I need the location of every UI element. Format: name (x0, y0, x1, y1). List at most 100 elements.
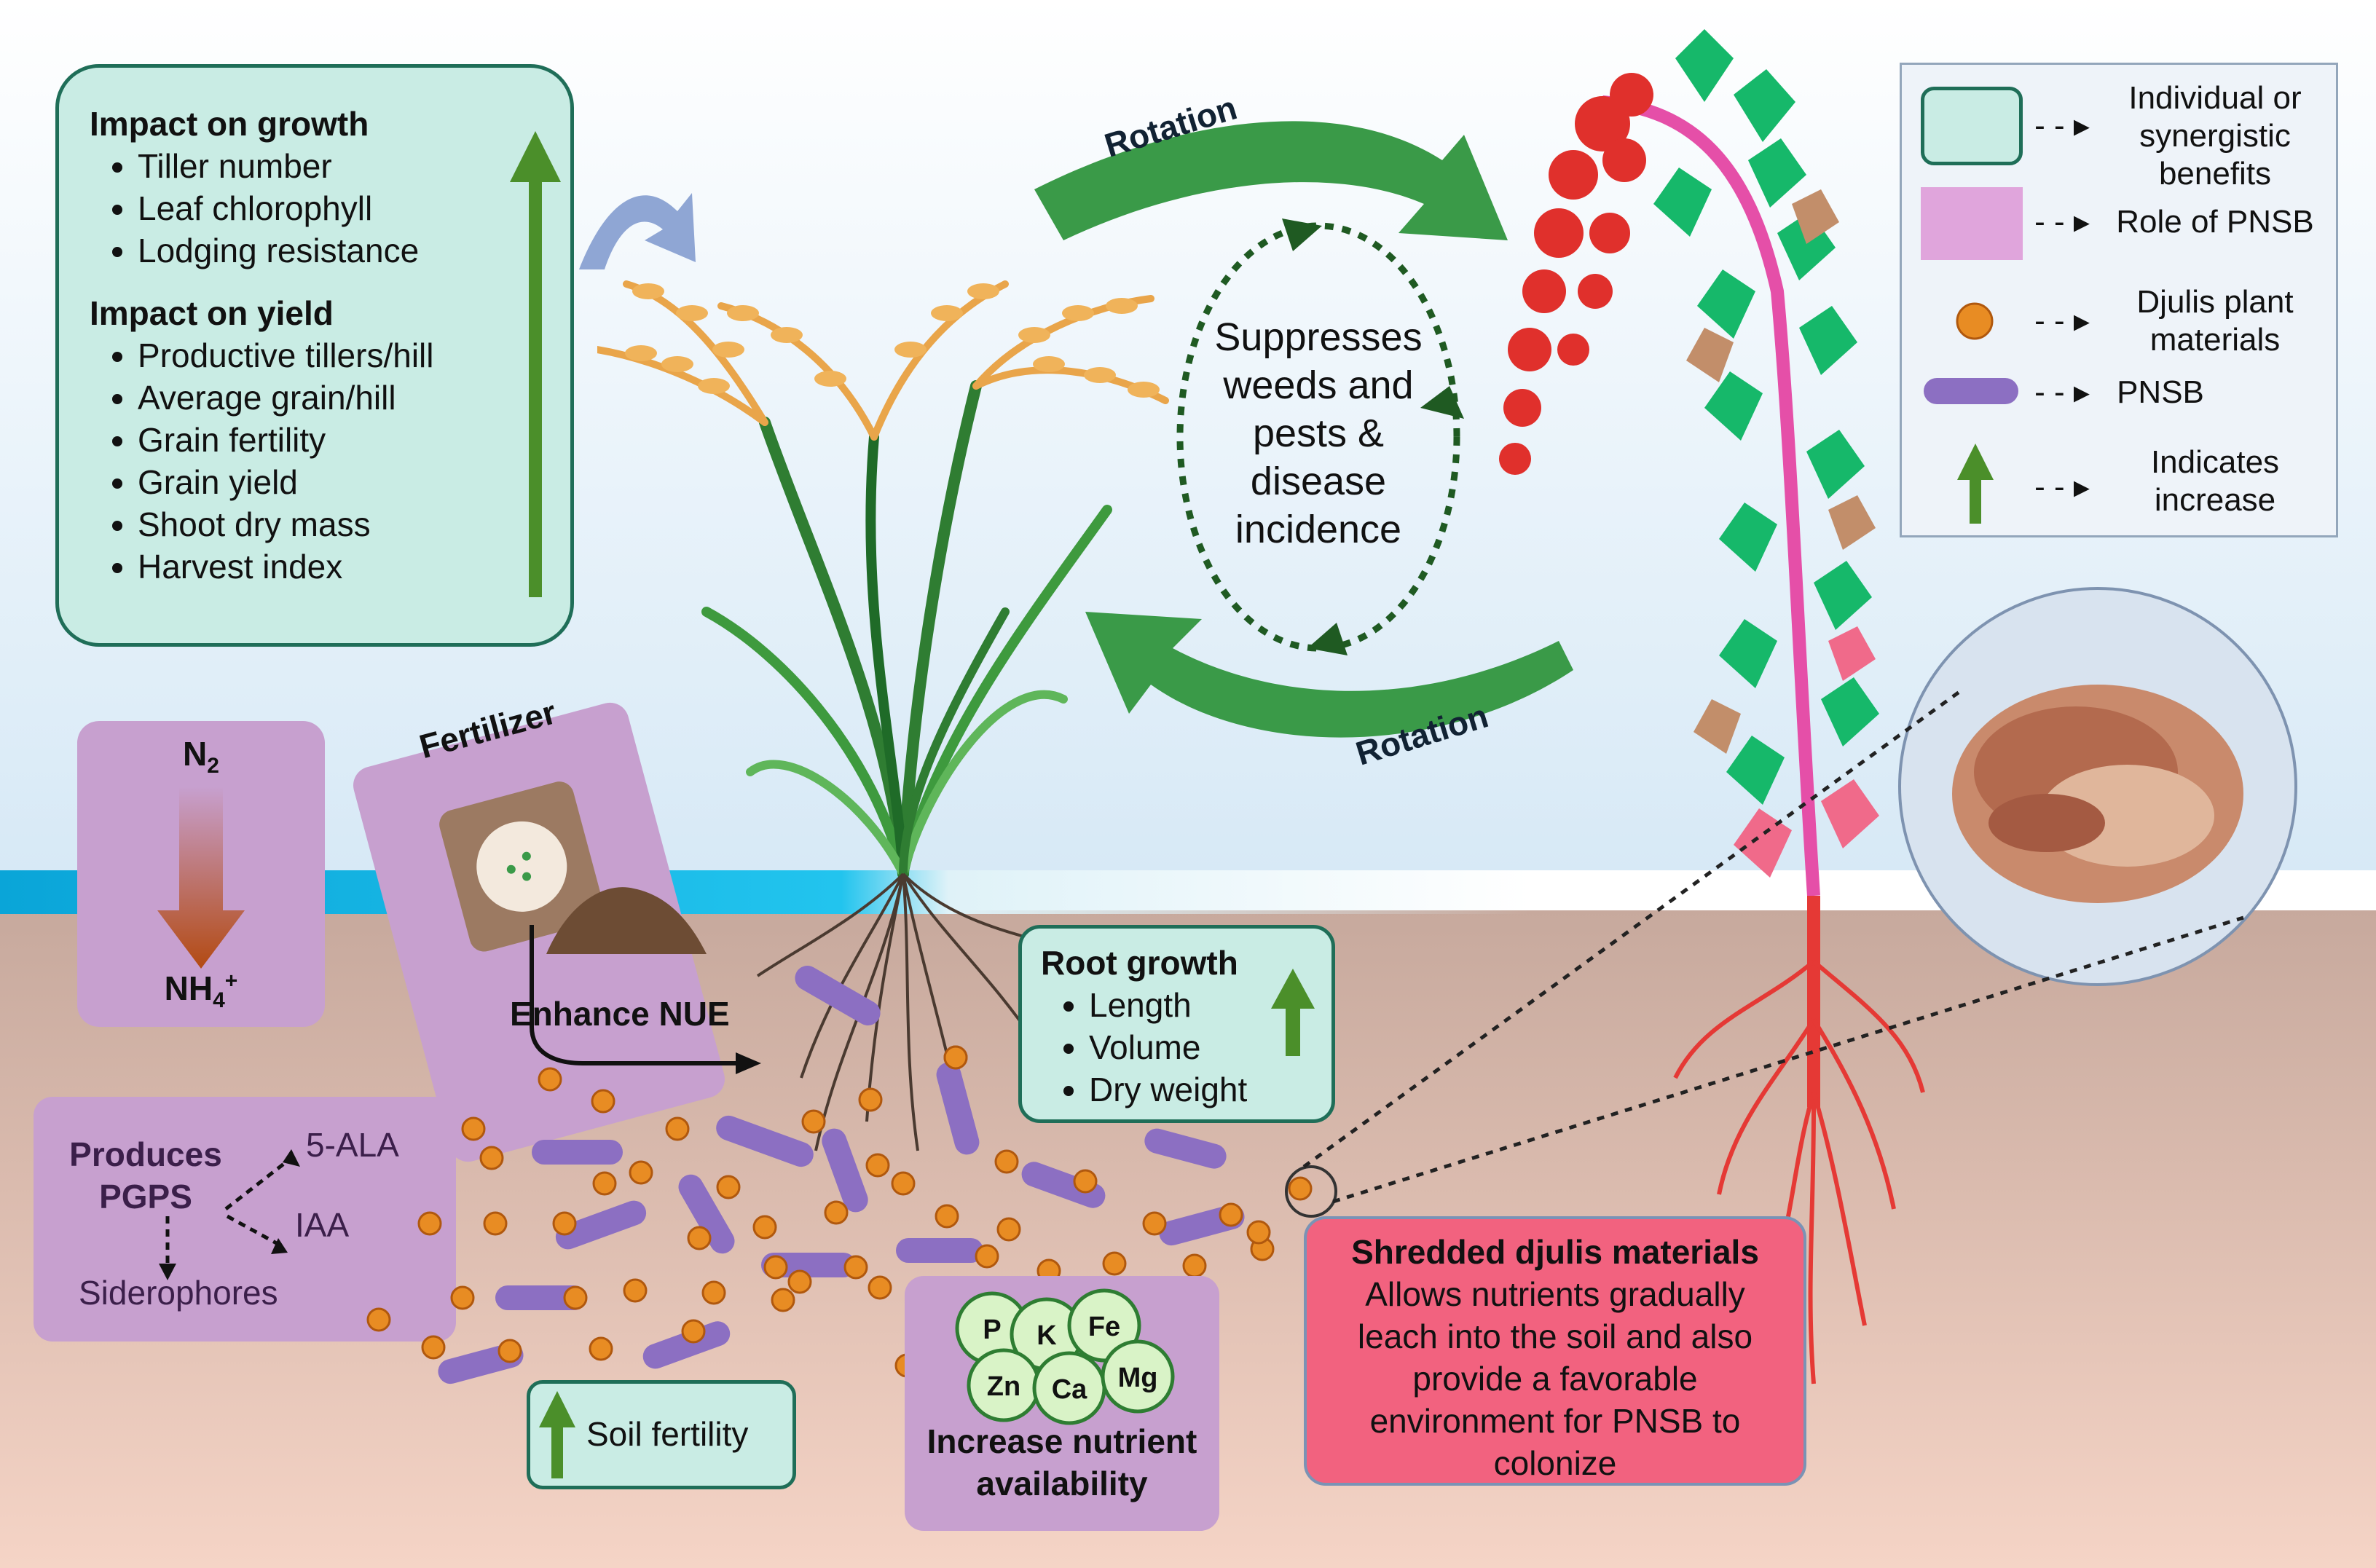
djulis-dot (497, 1339, 522, 1363)
pnsb-capsule (1144, 1128, 1227, 1169)
nutrient-label: Fe (1088, 1312, 1120, 1342)
growth-title: Impact on growth (90, 105, 369, 143)
legend-label-increase: Indicates increase (2106, 444, 2324, 519)
djulis-dot (1142, 1211, 1167, 1236)
djulis-dot (417, 1211, 442, 1236)
growth-item: Tiller number (138, 145, 570, 187)
pgps-title: Produces PGPS (66, 1133, 226, 1218)
djulis-dot (366, 1307, 391, 1332)
legend-swatch-pnsb-role (1921, 187, 2023, 260)
nutrient-label: Ca (1052, 1374, 1087, 1405)
djulis-dot (1102, 1251, 1127, 1276)
n2-text: N (183, 735, 208, 773)
shredded-line: environment for PNSB to (1369, 1402, 1741, 1440)
djulis-dot (1288, 1176, 1313, 1201)
djulis-dot (771, 1288, 795, 1312)
legend-line: PNSB (2117, 374, 2204, 410)
rice-plant-illustration (597, 280, 1169, 1151)
shredded-box: Shredded djulis materials Allows nutrien… (1304, 1216, 1806, 1486)
nitrogen-arrow-icon (157, 787, 245, 969)
legend-label-pnsb: PNSB (2095, 374, 2226, 411)
shredded-line: colonize (1493, 1444, 1617, 1482)
djulis-dot (975, 1244, 999, 1269)
root-growth-list: Length Volume Dry weight (1041, 984, 1331, 1111)
nutrients-label: Increase nutrient availability (905, 1420, 1219, 1505)
root-growth-item: Volume (1089, 1026, 1331, 1068)
pnsb-capsule (495, 1285, 586, 1310)
legend: - - ▸ - - ▸ - - ▸ - - ▸ - - ▸ Individual… (1900, 63, 2338, 537)
legend-pnsb-capsule-icon (1924, 378, 2018, 404)
pnsb-capsule (716, 1115, 814, 1167)
djulis-dot (592, 1171, 617, 1196)
legend-line: synergistic (2139, 118, 2291, 154)
djulis-dot (552, 1211, 577, 1236)
root-growth-item: Length (1089, 984, 1331, 1026)
djulis-dot (629, 1160, 653, 1185)
djulis-dot (479, 1146, 504, 1170)
yield-item: Grain fertility (138, 419, 570, 461)
pnsb-capsule (896, 1238, 983, 1263)
djulis-dot (1073, 1169, 1098, 1194)
suppress-line: Suppresses (1214, 315, 1423, 359)
legend-line: benefits (2158, 156, 2272, 192)
increase-arrow-icon (510, 131, 561, 597)
legend-line: Indicates (2150, 444, 2280, 480)
soil-mound-icon (546, 887, 707, 954)
djulis-dot (591, 1089, 615, 1114)
curved-arrow-icon (579, 193, 696, 269)
nutrient-label: Zn (987, 1371, 1020, 1402)
legend-djulis-dot-icon (1956, 302, 1994, 340)
legend-arrow-5: - - ▸ (2034, 469, 2090, 505)
pnsb-capsule (936, 1062, 980, 1155)
nutrient-circle-mg (1101, 1339, 1175, 1414)
djulis-dot (763, 1255, 788, 1280)
legend-line: Role of PNSB (2116, 204, 2314, 240)
djulis-dot (589, 1336, 613, 1361)
djulis-dot (935, 1204, 959, 1229)
nutrients-label-line: availability (976, 1465, 1148, 1502)
suppress-line: weeds and (1223, 363, 1414, 407)
legend-line: materials (2149, 322, 2281, 358)
djulis-dot (1219, 1202, 1243, 1227)
nh4-text: NH (164, 969, 213, 1007)
n2-subscript: 2 (207, 754, 219, 779)
nutrient-label: P (983, 1315, 1001, 1345)
nh4-subscript: 4 (213, 988, 225, 1013)
pgps-arrows-icon (159, 1149, 300, 1280)
nutrients-label-line: Increase nutrient (927, 1422, 1197, 1460)
legend-label-benefits: Individual or synergistic benefits (2106, 79, 2324, 193)
root-growth-item: Dry weight (1089, 1068, 1331, 1111)
pnsb-capsule (555, 1200, 647, 1250)
legend-line: increase (2154, 482, 2276, 518)
suppress-cycle-icon (1176, 218, 1464, 655)
growth-item: Lodging resistance (138, 229, 570, 272)
djulis-dot (858, 1087, 883, 1112)
soil-fertility-label: Soil fertility (586, 1415, 749, 1453)
root-growth-title: Root growth (1041, 944, 1238, 982)
djulis-dot (943, 1045, 968, 1070)
shredded-line: leach into the soil and also (1357, 1317, 1753, 1355)
pnsb-capsule (822, 1128, 868, 1213)
legend-label-djulis: Djulis plant materials (2106, 283, 2324, 359)
yield-item: Harvest index (138, 545, 570, 588)
growth-yield-box: Impact on growth Tiller number Leaf chlo… (55, 64, 574, 647)
yield-item: Shoot dry mass (138, 503, 570, 545)
yield-title: Impact on yield (90, 294, 334, 332)
djulis-dot (623, 1278, 648, 1303)
pnsb-capsule (678, 1174, 735, 1254)
djulis-dot (843, 1255, 868, 1280)
djulis-dot (461, 1116, 486, 1141)
pnsb-capsule (642, 1321, 731, 1369)
pgps-iaa: IAA (295, 1206, 350, 1244)
djulis-dot (824, 1200, 849, 1225)
pgps-title-line: Produces (69, 1135, 222, 1173)
djulis-dot (716, 1175, 741, 1199)
nutrient-circle-fe (1067, 1288, 1141, 1363)
djulis-dot (868, 1275, 892, 1300)
suppress-text: Suppresses weeds and pests & disease inc… (1180, 313, 1457, 553)
djulis-dot (701, 1280, 726, 1305)
shredded-line: provide a favorable (1412, 1360, 1698, 1398)
djulis-dot (994, 1149, 1019, 1174)
djulis-dot (996, 1217, 1021, 1242)
